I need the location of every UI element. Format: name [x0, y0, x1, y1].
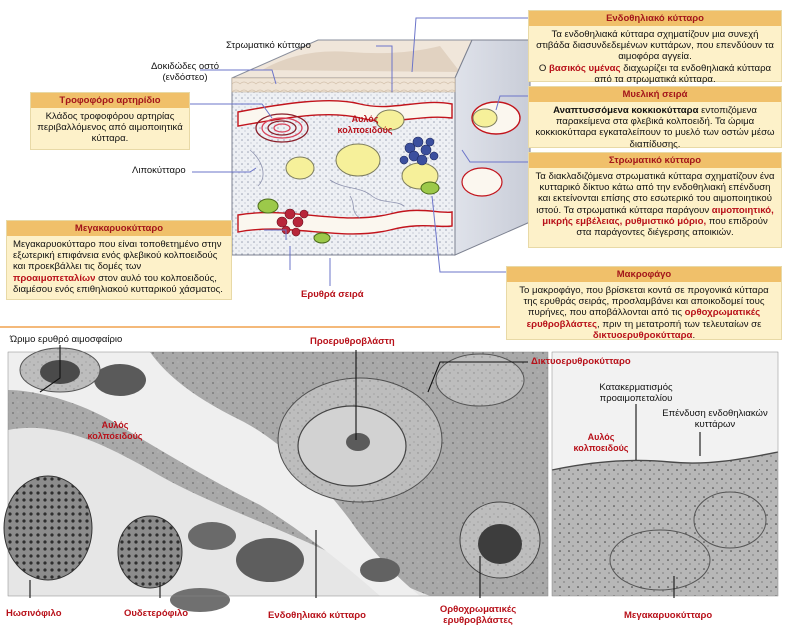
- box-title: Ενδοθηλιακό κύτταρο: [529, 11, 781, 26]
- endothelial-lining-label: Επένδυση ενδοθηλιακών κυττάρων: [662, 408, 768, 430]
- endothelial-box: Ενδοθηλιακό κύτταρο Τα ενδοθηλιακά κύττα…: [528, 10, 782, 85]
- erythroid-series-label: Ερυθρά σειρά: [301, 289, 364, 300]
- megakaryocyte-illustration: [257, 198, 279, 214]
- box-title: Στρωματικό κύτταρο: [529, 153, 781, 168]
- sinus-lumen-label: Αυλός κολποειδούς: [337, 114, 393, 135]
- sinus-lumen-right-label: Αυλός κολποειδούς: [573, 432, 629, 453]
- trabecular-bone-label: Δοκιδώδες οστό (ενδόστεο): [150, 61, 220, 83]
- box-body: Τα ενδοθηλιακά κύτταρα σχηματίζουν μια σ…: [536, 29, 774, 85]
- box-title: Μυελική σειρά: [529, 87, 781, 102]
- nutrient-arteriole-illustration: [255, 113, 309, 143]
- box-body: Το μακροφάγο, που βρίσκεται κοντά σε προ…: [519, 285, 769, 341]
- neutrophil-label: Ουδετερόφιλο: [124, 608, 189, 619]
- proplatelet-fragmentation-label: Κατακερματισμός προαιμοπεταλίου: [599, 382, 673, 404]
- left-micrograph: [3, 347, 549, 612]
- box-body: Αναπτυσσόμενα κοκκιοκύτταρα εντοπιζόμενα…: [535, 105, 775, 150]
- stromal-box: Στρωματικό κύτταρο Τα διακλαδιζόμενα στρ…: [528, 152, 782, 248]
- megakaryocyte-label: Μεγακαρυοκύτταρο: [624, 610, 713, 621]
- macrophage-box: Μακροφάγο Το μακροφάγο, που βρίσκεται κο…: [506, 266, 782, 341]
- right-micrograph: [551, 351, 779, 597]
- nutrient-arteriole-box: Τροφοφόρο αρτηρίδιο Κλάδος τροφοφόρου αρ…: [30, 92, 190, 150]
- myeloid-box: Μυελική σειρά Αναπτυσσόμενα κοκκιοκύτταρ…: [528, 86, 782, 150]
- proerythroblast-label: Προερυθροβλάστη: [310, 336, 395, 347]
- sinus-lumen-left-label: Αυλός κολποειδούς: [87, 420, 143, 441]
- eosinophil-label: Ηωσινόφιλο: [6, 608, 62, 619]
- orthochromatic-label: Ορθοχρωματικές ερυθροβλάστες: [439, 604, 517, 626]
- box-body: Τα διακλαδιζόμενα στρωματικά κύτταρα σχη…: [535, 171, 775, 239]
- box-body: Μεγακαρυοκύτταρο που είναι τοποθετημένο …: [13, 239, 223, 295]
- box-title: Τροφοφόρο αρτηρίδιο: [31, 93, 189, 108]
- box-title: Μεγακαρυοκύτταρο: [7, 221, 231, 236]
- megakaryocyte-box: Μεγακαρυοκύτταρο Μεγακαρυοκύτταρο που εί…: [6, 220, 232, 300]
- box-body: Κλάδος τροφοφόρου αρτηρίας περιβαλλόμενο…: [37, 111, 183, 145]
- section-divider: [0, 326, 500, 328]
- mature-rbc-label: Ώριμο ερυθρό αιμοσφαίριο: [10, 334, 123, 345]
- box-title: Μακροφάγο: [507, 267, 781, 282]
- stromal-cell-label: Στρωματικό κύτταρο: [226, 40, 311, 51]
- macrophage-illustration: [420, 181, 440, 195]
- lipocyte-label: Λιποκύτταρο: [132, 165, 186, 176]
- lipocyte-illustrations: [285, 108, 498, 190]
- endothelial-cell-label: Ενδοθηλιακό κύτταρο: [268, 610, 366, 621]
- granulocyte-cluster: [399, 136, 439, 166]
- erythroid-cluster: [276, 208, 309, 237]
- reticulocyte-label: Δικτυοερυθροκύτταρο: [531, 356, 631, 367]
